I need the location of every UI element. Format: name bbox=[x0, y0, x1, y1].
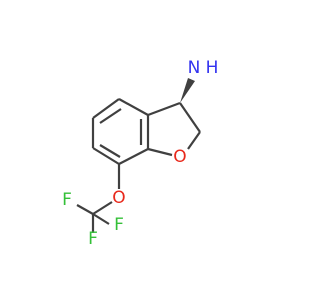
ring-oxygen-label: O bbox=[173, 147, 186, 167]
bond-c3a-c3 bbox=[147, 101, 181, 117]
bond-c-f1 bbox=[76, 204, 94, 215]
bond-c3-c2 bbox=[179, 102, 201, 133]
bond-c6-c7-inner bbox=[99, 144, 121, 158]
bond-c3a-c4 bbox=[118, 98, 149, 116]
bond-c6-c7 bbox=[92, 147, 120, 165]
bond-c7-c7a bbox=[118, 148, 149, 165]
fluorine-3-label: F bbox=[114, 215, 124, 235]
bond-c4-c5-inner bbox=[99, 108, 122, 124]
amine-hydrogen-label: H bbox=[206, 58, 219, 78]
fluorine-1-label: F bbox=[62, 190, 72, 210]
molecule-drawing: N H O O F F F bbox=[62, 58, 219, 249]
bond-o1-c7a bbox=[147, 147, 173, 157]
bond-c4-c5 bbox=[92, 98, 120, 119]
bond-c-f3 bbox=[92, 213, 110, 225]
ether-oxygen-label: O bbox=[112, 188, 125, 208]
fluorine-2-label: F bbox=[88, 229, 98, 249]
nitrogen-label: N bbox=[188, 58, 201, 78]
bond-c2-o1 bbox=[187, 131, 201, 150]
bond-o-cf3 bbox=[92, 201, 113, 215]
wedge-bond-c3-n bbox=[180, 78, 195, 103]
structure-canvas: N H O O F F F bbox=[62, 58, 219, 249]
